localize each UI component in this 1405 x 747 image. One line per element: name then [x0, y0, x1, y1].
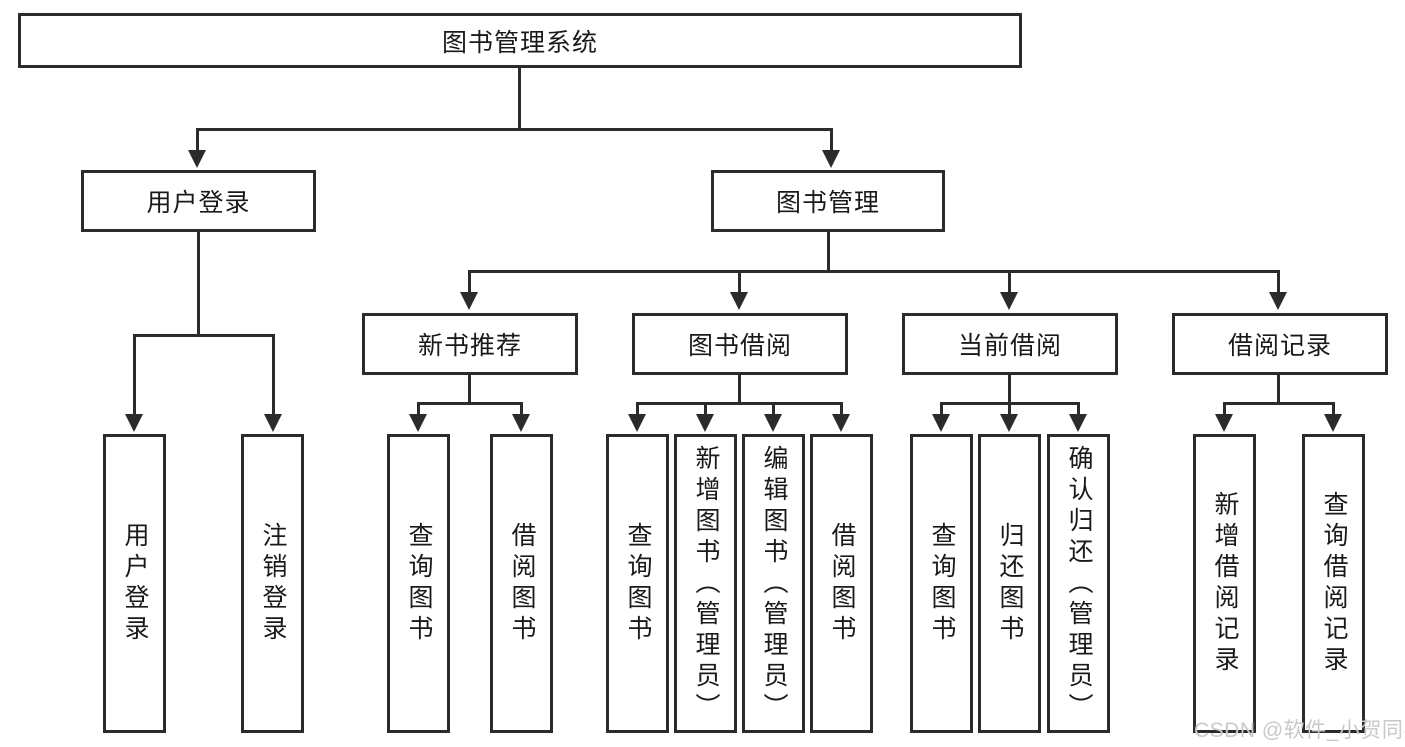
arrowhead-borrow-book-2: [832, 414, 850, 432]
arrowhead-query-book-2: [628, 414, 646, 432]
node-leaf-query-book-1[interactable]: 查询图书: [387, 434, 450, 733]
node-leaf-logout[interactable]: 注销登录: [241, 434, 304, 733]
connector-drop-leaf-logout: [272, 334, 275, 416]
connector-drop-borrow-record: [1277, 270, 1280, 294]
arrowhead-confirm-return: [1069, 414, 1087, 432]
connector-user-login-stem: [197, 232, 200, 334]
connector-drop-query-book-3: [940, 402, 943, 416]
connector-current-borrow-stem: [1008, 375, 1011, 404]
connector-drop-borrow-book-1: [520, 402, 523, 416]
node-leaf-edit-book[interactable]: 编辑图书（管理员）: [742, 434, 805, 733]
node-leaf-logout-label: 注销登录: [259, 521, 287, 646]
arrowhead-query-record: [1324, 414, 1342, 432]
node-root-label: 图书管理系统: [441, 28, 598, 57]
node-leaf-user-login[interactable]: 用户登录: [103, 434, 166, 733]
node-book-manage-label: 图书管理: [775, 189, 880, 217]
node-leaf-query-book-3[interactable]: 查询图书: [910, 434, 973, 733]
connector-drop-new-book: [468, 270, 471, 294]
node-leaf-user-login-label: 用户登录: [121, 521, 149, 646]
arrowhead-add-book: [696, 414, 714, 432]
node-leaf-query-book-2[interactable]: 查询图书: [606, 434, 669, 733]
connector-drop-confirm-return: [1077, 402, 1080, 416]
arrowhead-current-borrow: [1000, 292, 1018, 310]
connector-drop-user-login: [196, 128, 199, 152]
node-leaf-add-book[interactable]: 新增图书（管理员）: [674, 434, 737, 733]
connector-book-borrow-stem: [738, 375, 741, 404]
node-leaf-add-record-label: 新增借阅记录: [1211, 490, 1239, 677]
arrowhead-user-login: [188, 150, 206, 168]
node-new-book-recommend[interactable]: 新书推荐: [362, 313, 578, 375]
arrowhead-add-record: [1215, 414, 1233, 432]
node-book-borrow-label: 图书借阅: [687, 332, 792, 360]
connector-new-book-stem: [468, 375, 471, 404]
arrowhead-leaf-logout: [264, 414, 282, 432]
arrowhead-query-book-1: [409, 414, 427, 432]
connector-book-manage-stem: [827, 232, 830, 272]
node-leaf-edit-book-label: 编辑图书（管理员）: [760, 445, 788, 724]
connector-drop-add-book: [704, 402, 707, 416]
node-leaf-borrow-book-1-label: 借阅图书: [508, 521, 536, 646]
connector-book-borrow-bus: [636, 402, 843, 405]
node-leaf-query-book-1-label: 查询图书: [405, 521, 433, 646]
arrowhead-book-borrow: [730, 292, 748, 310]
connector-drop-book-borrow: [738, 270, 741, 294]
node-book-manage[interactable]: 图书管理: [711, 170, 945, 232]
node-leaf-borrow-book-2[interactable]: 借阅图书: [810, 434, 873, 733]
connector-level3-bus: [468, 270, 1280, 273]
node-root[interactable]: 图书管理系统: [18, 13, 1022, 68]
node-borrow-record[interactable]: 借阅记录: [1172, 313, 1388, 375]
node-leaf-query-book-3-label: 查询图书: [928, 521, 956, 646]
connector-root-stem: [518, 68, 521, 128]
node-leaf-borrow-book-2-label: 借阅图书: [828, 521, 856, 646]
connector-new-book-bus: [417, 402, 523, 405]
connector-drop-current-borrow: [1008, 270, 1011, 294]
arrowhead-new-book-recommend: [460, 292, 478, 310]
connector-drop-edit-book: [772, 402, 775, 416]
arrowhead-query-book-3: [932, 414, 950, 432]
arrowhead-borrow-record: [1269, 292, 1287, 310]
connector-drop-add-record: [1223, 402, 1226, 416]
node-leaf-confirm-return[interactable]: 确认归还（管理员）: [1047, 434, 1110, 733]
connector-drop-query-book-1: [417, 402, 420, 416]
node-leaf-borrow-book-1[interactable]: 借阅图书: [490, 434, 553, 733]
connector-level2-bus: [196, 128, 833, 131]
node-leaf-query-record[interactable]: 查询借阅记录: [1302, 434, 1365, 733]
connector-drop-return-book: [1008, 402, 1011, 416]
arrowhead-leaf-user-login: [125, 414, 143, 432]
connector-drop-leaf-user-login: [133, 334, 136, 416]
node-leaf-return-book[interactable]: 归还图书: [978, 434, 1041, 733]
node-leaf-add-record[interactable]: 新增借阅记录: [1193, 434, 1256, 733]
node-new-book-recommend-label: 新书推荐: [417, 332, 522, 360]
connector-borrow-record-bus: [1223, 402, 1335, 405]
node-leaf-confirm-return-label: 确认归还（管理员）: [1065, 445, 1093, 724]
node-leaf-query-record-label: 查询借阅记录: [1320, 490, 1348, 677]
node-leaf-query-book-2-label: 查询图书: [624, 521, 652, 646]
node-borrow-record-label: 借阅记录: [1227, 332, 1332, 360]
node-current-borrow-label: 当前借阅: [957, 332, 1062, 360]
connector-drop-borrow-book-2: [840, 402, 843, 416]
node-leaf-return-book-label: 归还图书: [996, 521, 1024, 646]
node-user-login-label: 用户登录: [146, 189, 251, 217]
connector-user-login-bus: [133, 334, 275, 337]
node-book-borrow[interactable]: 图书借阅: [632, 313, 848, 375]
node-user-login[interactable]: 用户登录: [81, 170, 316, 232]
arrowhead-borrow-book-1: [512, 414, 530, 432]
connector-drop-query-record: [1332, 402, 1335, 416]
csdn-watermark: CSDN @软件_小贺同学: [1194, 719, 1405, 742]
connector-drop-query-book-2: [636, 402, 639, 416]
node-current-borrow[interactable]: 当前借阅: [902, 313, 1118, 375]
node-leaf-add-book-label: 新增图书（管理员）: [692, 445, 720, 724]
connector-drop-book-manage: [830, 128, 833, 152]
connector-borrow-record-stem: [1277, 375, 1280, 404]
arrowhead-book-manage: [822, 150, 840, 168]
arrowhead-edit-book: [764, 414, 782, 432]
arrowhead-return-book: [1000, 414, 1018, 432]
